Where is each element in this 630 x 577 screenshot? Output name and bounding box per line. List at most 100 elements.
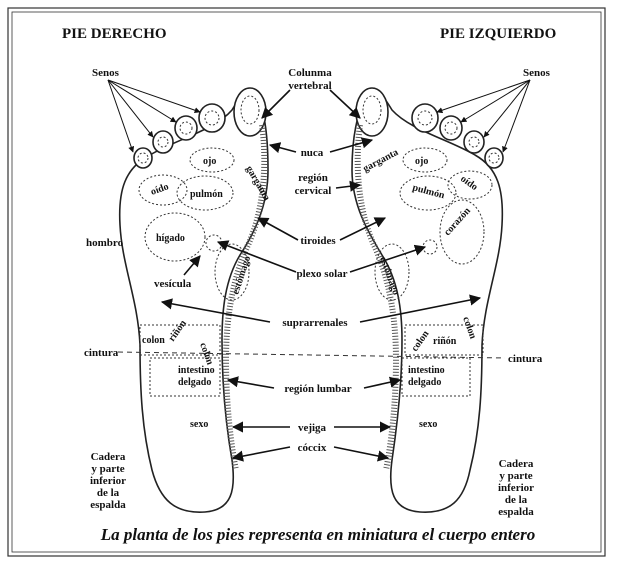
left-toe-5 (484, 147, 504, 169)
left-label-sexo: sexo (419, 419, 437, 430)
label-cervical-1: región (298, 172, 328, 184)
left-toe-2 (411, 103, 439, 133)
cadera-right-group: Cadera y parte inferior de la espalda (90, 451, 126, 511)
label-nuca: nuca (301, 147, 324, 159)
right-toe-2-zone (204, 110, 220, 126)
arrow-tiroides-left (339, 217, 387, 241)
right-toe-3-zone (179, 121, 193, 135)
arrow-lumbar-left (363, 376, 402, 389)
waist-line (117, 351, 506, 359)
arrow-coccix-left (333, 446, 390, 462)
label-hombro: hombro (86, 237, 124, 249)
label-cervical-2: cervical (295, 185, 332, 197)
left-label-rinon: riñón (433, 336, 457, 347)
arrow-senos-r3 (107, 79, 177, 123)
right-label-intestino: intestino (178, 365, 215, 376)
right-zone-intestino (149, 357, 221, 397)
left-zone-estomago (374, 243, 410, 301)
left-toe-5-zone (488, 152, 500, 164)
left-foot: garganta ojo oído pulmón corazón estómag… (351, 87, 504, 513)
label-cadera-left-2: y parte (499, 470, 532, 482)
left-label-delgado: delgado (408, 377, 441, 388)
right-zone-oido (138, 174, 188, 206)
arrow-senos-r2 (107, 79, 154, 138)
label-plexo-solar: plexo solar (296, 268, 347, 280)
arrow-senos-l2 (483, 79, 531, 138)
arrow-vesicula (183, 255, 201, 276)
label-senos-left: Senos (523, 67, 551, 79)
label-vesicula: vesícula (154, 278, 192, 290)
right-spine-zone (222, 124, 268, 471)
label-cadera-left-5: espalda (498, 506, 534, 518)
arrow-plexo-left (349, 244, 427, 273)
left-zone-corazon (439, 199, 485, 265)
label-vejiga: vejiga (298, 422, 327, 434)
right-toe-3 (174, 115, 198, 141)
label-cadera-right-2: y parte (91, 463, 124, 475)
arrow-tiroides-right (257, 217, 299, 241)
label-cadera-left-1: Cadera (499, 458, 534, 470)
label-cadera-right-3: inferior (90, 475, 126, 487)
arrow-plexo-right (216, 240, 297, 273)
caption: La planta de los pies representa en mini… (100, 525, 535, 544)
arrow-coccix-right (231, 446, 291, 462)
right-label-pulmon: pulmón (190, 189, 223, 200)
left-toe-4-zone (468, 136, 480, 148)
label-region-lumbar: región lumbar (284, 383, 351, 395)
inner-frame (11, 11, 602, 553)
left-toe-2-zone (417, 110, 433, 126)
arrow-supra-left (359, 294, 482, 323)
left-label-intestino: intestino (408, 365, 445, 376)
cadera-left-group: Cadera y parte inferior de la espalda (498, 458, 534, 518)
arrow-lumbar-right (226, 376, 275, 389)
right-foot: ojo garganta oído pulmón hígado estómago… (118, 87, 272, 513)
left-toe-3-zone (444, 121, 458, 135)
arrow-senos-l1 (502, 79, 531, 153)
arrow-supra-right (160, 298, 271, 323)
right-zone-pulmon (176, 175, 234, 211)
heading-left-foot: PIE IZQUIERDO (440, 26, 556, 42)
left-toe-3 (439, 115, 463, 141)
right-label-delgado: delgado (178, 377, 211, 388)
arrow-senos-l3 (460, 79, 531, 123)
outer-frame (7, 7, 606, 557)
left-toe-4 (463, 130, 485, 154)
arrow-cervical (335, 180, 362, 192)
label-cadera-left-3: inferior (498, 482, 534, 494)
label-cadera-left-4: de la (505, 494, 528, 506)
right-big-toe-zone (240, 95, 260, 125)
right-label-ojo: ojo (203, 156, 216, 167)
arrow-senos-l4 (436, 79, 531, 114)
label-suprarrenales: suprarrenales (282, 317, 348, 329)
right-zone-colon (139, 324, 221, 356)
right-toe-4-zone (157, 136, 169, 148)
right-zone-higado (144, 212, 206, 262)
right-label-sexo: sexo (190, 419, 208, 430)
arrow-columna-left (329, 89, 361, 119)
left-zone-oido (447, 170, 493, 200)
left-big-toe-zone (362, 95, 382, 125)
label-cadera-right-5: espalda (90, 499, 126, 511)
right-toe-4 (152, 130, 174, 154)
left-label-ojo: ojo (415, 156, 428, 167)
arrow-senos-r4 (107, 79, 201, 114)
left-zone-ojo (402, 147, 448, 173)
left-zone-pulmon (399, 175, 457, 211)
label-tiroides: tiroides (300, 235, 336, 247)
left-zone-colon (404, 324, 484, 356)
label-cadera-right-1: Cadera (91, 451, 126, 463)
left-spine-zone (354, 124, 400, 471)
label-senos-right: Senos (92, 67, 120, 79)
label-cintura-left: cintura (508, 353, 543, 365)
label-columna-2: vertebral (288, 80, 331, 92)
right-zone-estomago (214, 243, 250, 301)
heading-right-foot: PIE DERECHO (62, 26, 167, 42)
label-columna-1: Colunma (288, 67, 332, 79)
left-foot-outline (351, 90, 504, 513)
arrow-nuca-left (329, 137, 374, 153)
arrow-columna-right (261, 89, 291, 119)
right-toe-5 (133, 147, 153, 169)
right-label-higado: hígado (156, 233, 185, 244)
right-toe-2 (198, 103, 226, 133)
